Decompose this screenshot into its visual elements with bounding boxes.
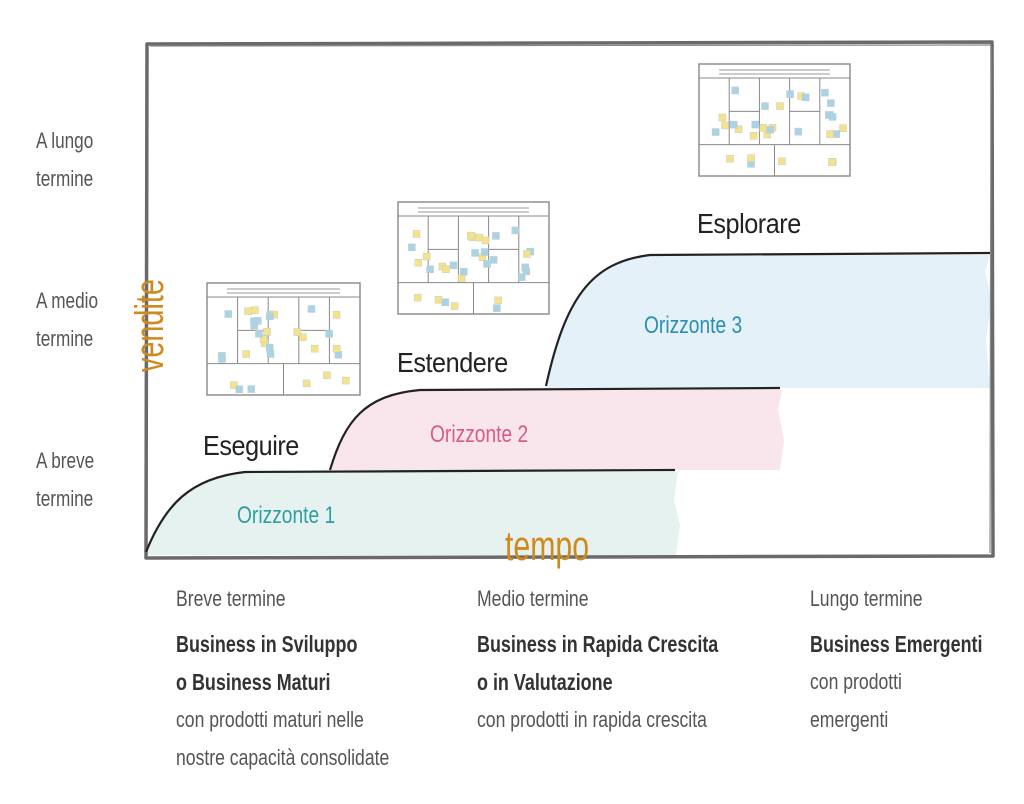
column-desc: nostre capacità consolidate [176,745,390,770]
x-axis-label: tempo [505,522,590,569]
horizon-1-band [146,472,680,555]
column-title: Business in Rapida Crescita [477,631,719,657]
y-axis-label: vendite [128,279,172,372]
activity-esplorare: Esplorare [697,208,801,239]
column-period: Medio termine [477,586,589,611]
horizon-2-curve [328,386,781,471]
business-model-canvas-sketch [397,201,550,315]
column-title: o Business Maturi [176,669,331,695]
business-model-canvas-sketch [698,63,851,177]
horizon-1-curve [144,468,676,553]
horizon-2-label: Orizzonte 2 [430,421,529,448]
column-title: Business Emergenti [810,631,983,657]
column-title: o in Valutazione [477,669,613,695]
column-short-term: Breve termine Business in Sviluppo o Bus… [176,585,443,777]
column-desc: emergenti [810,707,889,732]
column-title: Business in Sviluppo [176,631,358,657]
horizon-3-band [548,255,992,388]
column-medium-term: Medio termine Business in Rapida Crescit… [477,585,786,739]
column-desc: con prodotti in rapida crescita [477,707,707,732]
horizon-3-label: Orizzonte 3 [644,312,743,339]
chart-frame [144,40,995,560]
horizon-2-band [332,390,784,470]
business-model-canvas-sketch [206,282,361,396]
horizon-1-label: Orizzonte 1 [237,502,336,529]
column-desc: con prodotti maturi nelle [176,707,364,732]
activity-estendere: Estendere [397,347,508,378]
column-period: Lungo termine [810,586,923,611]
horizon-3-curve [544,251,991,387]
activity-eseguire: Eseguire [203,430,299,461]
column-period: Breve termine [176,586,286,611]
column-long-term: Lungo termine Business Emergenti con pro… [810,585,1024,739]
column-desc: con prodotti [810,669,902,694]
